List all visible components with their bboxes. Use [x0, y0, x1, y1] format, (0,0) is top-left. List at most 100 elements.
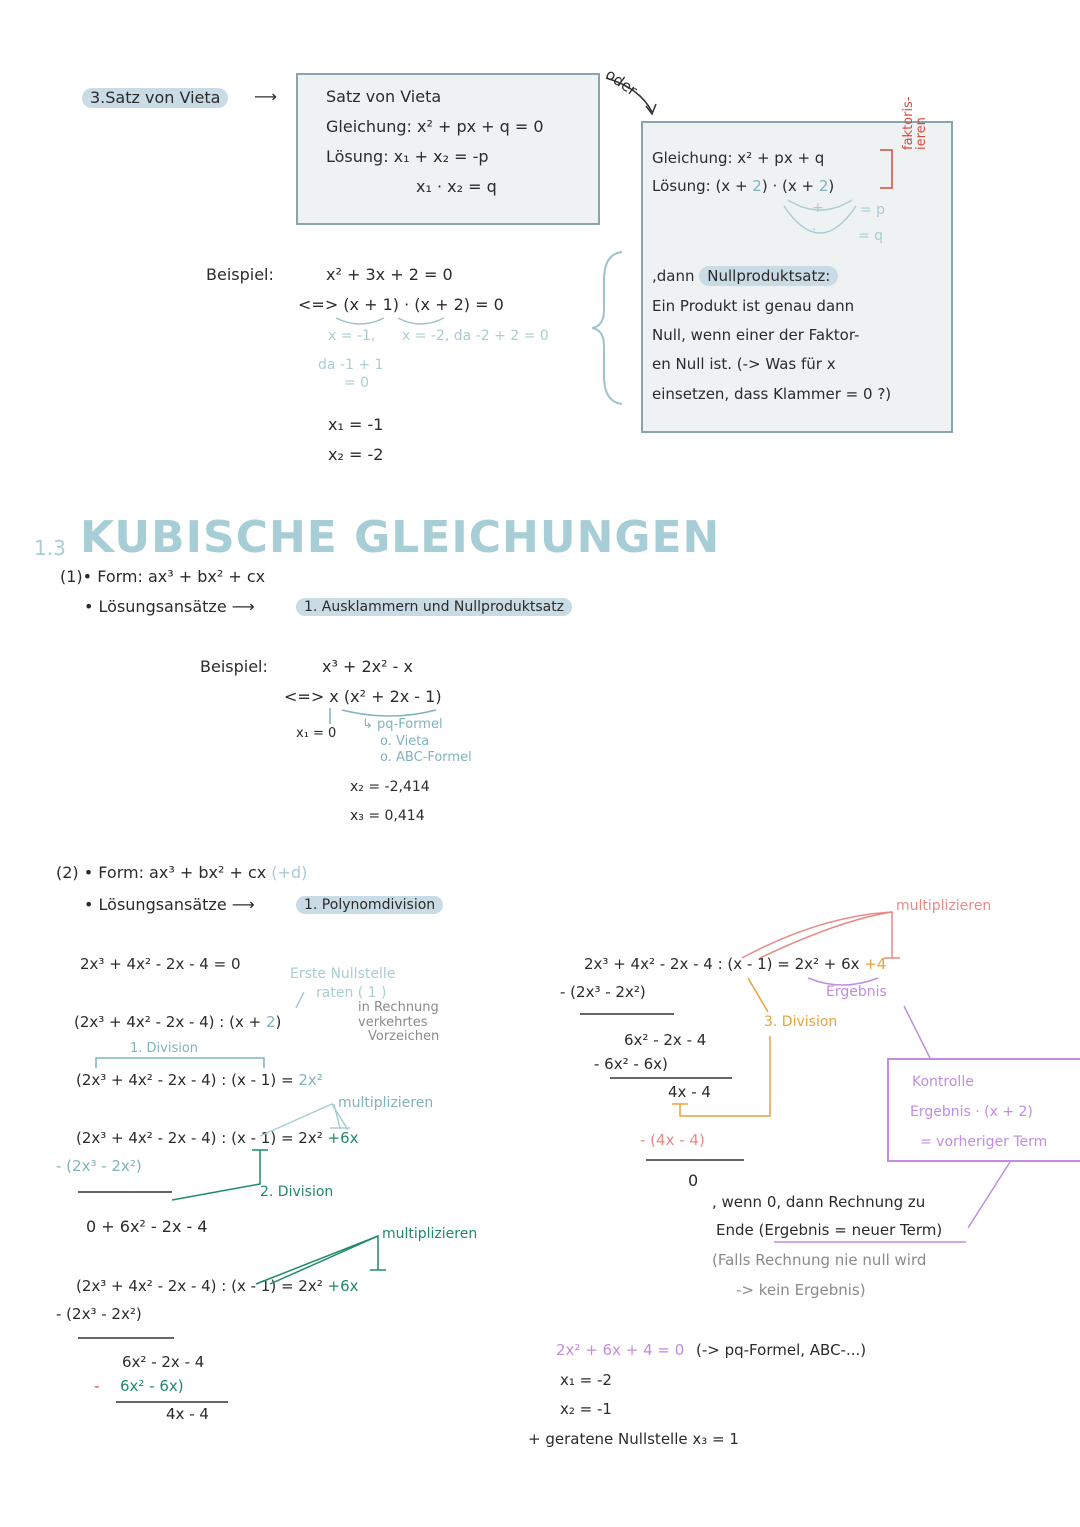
right-top-result: +4: [864, 955, 887, 973]
rest-1: 0 + 6x² - 2x - 4: [86, 1217, 208, 1236]
multiply-label-2: multiplizieren: [382, 1226, 478, 1242]
section-number: 1.3: [34, 536, 66, 560]
ergebnis-label: Ergebnis: [826, 984, 887, 1000]
box2-solution-b: 2: [818, 177, 829, 195]
final-x2: x₂ = -1: [560, 1400, 612, 1418]
vieta-example-note-2: x = -2, da -2 + 2 = 0: [402, 328, 549, 344]
subtract-3-sign: -: [94, 1377, 100, 1395]
right-rest-1: 6x² - 2x - 4: [624, 1031, 707, 1049]
vieta-example-label: Beispiel:: [206, 265, 274, 284]
step3-text: (2x³ + 4x² - 2x - 4) : (x - 1) = 2x²: [76, 1129, 328, 1147]
final-x1: x₁ = -2: [560, 1371, 612, 1389]
nullprodukt-line-4: einsetzen, dass Klammer = 0 ?): [652, 385, 892, 403]
division-1-label: 1. Division: [130, 1041, 199, 1056]
box2-solution-suffix: ): [828, 177, 835, 195]
bracket-icon: [880, 149, 893, 189]
nullprodukt-prefix: ,dann: [652, 267, 700, 285]
form1-note-vieta: o. Vieta: [380, 734, 430, 749]
vieta-example-note-1: x = -1,: [328, 328, 376, 344]
step1-prefix: (2x³ + 4x² - 2x - 4) : (x +: [74, 1013, 266, 1031]
division-2-label: 2. Division: [260, 1184, 334, 1200]
curly-brace-icon: [591, 251, 623, 405]
nullprodukt-line-1: Ein Produkt ist genau dann: [652, 297, 855, 315]
box2-solution-mid: ) · (x +: [761, 177, 819, 195]
kontrolle-box: [887, 1058, 1080, 1162]
form2-equation: 2x³ + 4x² - 2x - 4 = 0: [80, 955, 241, 973]
end-note-2: Ende (Ergebnis = neuer Term): [716, 1221, 943, 1239]
form1-form: (1)• Form: ax³ + bx² + cx: [60, 567, 266, 586]
box2-equation: Gleichung: x² + px + q: [652, 149, 825, 167]
vieta-example-x1: x₁ = -1: [328, 415, 384, 434]
end-note-4: -> kein Ergebnis): [736, 1281, 866, 1299]
sign-note-3: Vorzeichen: [368, 1029, 440, 1044]
box2-plus-mark: +: [812, 200, 824, 216]
subtract-2: - (2x³ - 2x²): [56, 1305, 142, 1323]
final-note: (-> pq-Formel, ABC-...): [696, 1341, 867, 1359]
right-rest-2: 4x - 4: [668, 1083, 711, 1101]
right-top-text: 2x³ + 4x² - 2x - 4 : (x - 1) = 2x² + 6x: [584, 955, 865, 973]
sign-note-2: verkehrtes: [358, 1015, 428, 1030]
guess-line-1: Erste Nullstelle: [290, 966, 396, 982]
right-top: 2x³ + 4x² - 2x - 4 : (x - 1) = 2x² + 6x …: [584, 955, 887, 973]
box2-dot-mark: ·: [812, 222, 817, 238]
form1-example-label: Beispiel:: [200, 657, 268, 676]
right-subtract-1: - (2x³ - 2x²): [560, 983, 646, 1001]
vieta-example-note-3: da -1 + 1: [318, 357, 384, 373]
subtract-3: 6x² - 6x): [120, 1377, 184, 1395]
form2-method: 1. Polynomdivision: [296, 896, 444, 915]
form1-line-2: <=> x (x² + 2x - 1): [284, 687, 442, 706]
form1-note-pq: ↳ pq-Formel: [362, 717, 443, 732]
step2: (2x³ + 4x² - 2x - 4) : (x - 1) = 2x²: [76, 1071, 323, 1089]
multiply-label-3: multiplizieren: [896, 898, 992, 914]
step1: (2x³ + 4x² - 2x - 4) : (x + 2): [74, 1013, 281, 1031]
form2-form-d: (+d): [271, 863, 308, 882]
subtract-1: - (2x³ - 2x²): [56, 1157, 142, 1175]
guess-line-2: raten ( 1 ): [316, 985, 387, 1001]
form1-note-abc: o. ABC-Formel: [380, 750, 472, 765]
sign-note-1: in Rechnung: [358, 1000, 439, 1015]
arrow-right-icon: ⟶: [254, 87, 277, 106]
vieta-box-solution-product: x₁ · x₂ = q: [416, 177, 497, 196]
section-title: KUBISCHE GLEICHUNGEN: [80, 512, 721, 563]
step3-result: +6x: [327, 1129, 359, 1147]
vieta-box-equation: Gleichung: x² + px + q = 0: [326, 117, 544, 136]
box2-solution-a: 2: [752, 177, 762, 195]
nullprodukt-line-2: Null, wenn einer der Faktor-: [652, 326, 860, 344]
form1-ansatz: • Lösungsansätze ⟶: [84, 597, 255, 616]
right-subtract-3: - (4x - 4): [640, 1131, 705, 1149]
kontrolle-line-3: = vorheriger Term: [920, 1134, 1048, 1150]
multiply-label-1: multiplizieren: [338, 1095, 434, 1111]
step2-result: 2x²: [298, 1071, 323, 1089]
end-note-1: , wenn 0, dann Rechnung zu: [712, 1193, 926, 1211]
box2-solution: Lösung: (x + 2) · (x + 2): [652, 177, 835, 195]
vieta-example-line-2: <=> (x + 1) · (x + 2) = 0: [298, 295, 504, 314]
right-subtract-2: - 6x² - 6x): [594, 1055, 668, 1073]
form1-x3: x₃ = 0,414: [350, 808, 425, 824]
step2-text: (2x³ + 4x² - 2x - 4) : (x - 1) =: [76, 1071, 299, 1089]
form1-x2: x₂ = -2,414: [350, 779, 430, 795]
form2-ansatz: • Lösungsansätze ⟶: [84, 895, 255, 914]
vieta-example-line-1: x² + 3x + 2 = 0: [326, 265, 453, 284]
form1-method: 1. Ausklammern und Nullproduktsatz: [296, 598, 573, 617]
division-3-label: 3. Division: [764, 1014, 838, 1030]
nullprodukt-line-3: en Null ist. (-> Was für x: [652, 355, 836, 373]
vieta-box: [296, 73, 600, 225]
final-equation: 2x² + 6x + 4 = 0: [556, 1341, 685, 1359]
vieta-box-title: Satz von Vieta: [326, 87, 442, 106]
nullprodukt-label: Nullproduktsatz:: [699, 266, 839, 286]
box2-solution-prefix: Lösung: (x +: [652, 177, 753, 195]
form2-form-text: (2) • Form: ax³ + bx² + cx: [56, 863, 272, 882]
step4-result: +6x: [327, 1277, 359, 1295]
kontrolle-line-1: Kontrolle: [912, 1074, 974, 1090]
vieta-box-solution-sum: Lösung: x₁ + x₂ = -p: [326, 147, 489, 166]
right-zero: 0: [688, 1171, 699, 1190]
step1-b: 2: [265, 1013, 276, 1031]
vieta-example-x2: x₂ = -2: [328, 445, 384, 464]
kontrolle-line-2: Ergebnis · (x + 2): [910, 1104, 1033, 1120]
form2-form: (2) • Form: ax³ + bx² + cx (+d): [56, 863, 308, 882]
form1-x1: x₁ = 0: [296, 726, 337, 741]
form1-line-1: x³ + 2x² - x: [322, 657, 413, 676]
box2-equals-q: = q: [858, 228, 884, 244]
vieta-label: 3.Satz von Vieta: [82, 88, 229, 109]
